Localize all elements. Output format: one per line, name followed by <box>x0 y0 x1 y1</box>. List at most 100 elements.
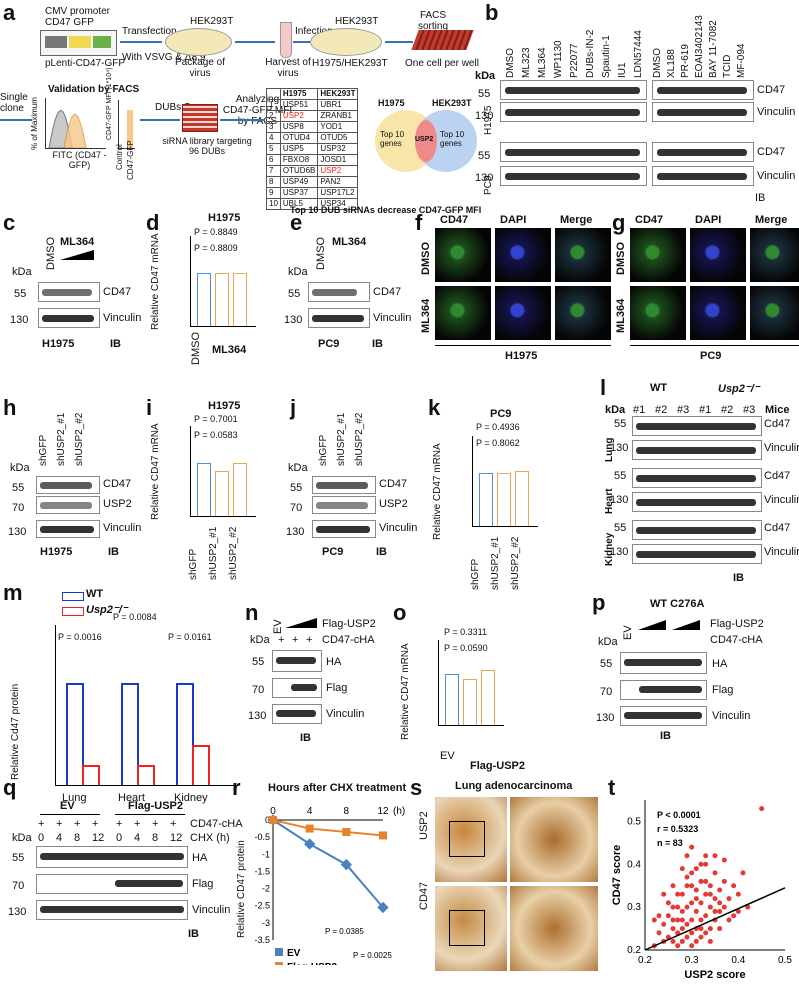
q-cd47cha: CD47-cHA <box>190 818 243 830</box>
lane-label: DUBs-IN-2 <box>585 29 596 78</box>
p-cd47cha: CD47-cHA <box>710 634 763 646</box>
i-p1: P = 0.7001 <box>194 414 238 424</box>
l-ko: Usp2⁻/⁻ <box>718 383 760 395</box>
j-vinc: Vinculin <box>379 522 418 534</box>
analyzing-label: Analyzing CD47-GFP MFI by FACS <box>222 94 293 127</box>
t-point <box>703 913 709 919</box>
m-group: Lung <box>62 792 87 804</box>
dub-table-cell: OTUD6B <box>279 165 319 177</box>
cd47-segment <box>69 36 91 48</box>
dub-table-cell: 9 <box>266 187 281 199</box>
o-x2: Flag-USP2 <box>470 760 526 772</box>
l-lane: #2 <box>721 404 734 416</box>
k-bar-2 <box>497 473 511 526</box>
t-point <box>679 926 685 932</box>
s-row-cd47: CD47 <box>418 881 430 910</box>
b-m130-b: 130 <box>475 172 494 184</box>
arrow-4 <box>385 41 413 43</box>
l-cd47: Cd47 <box>764 470 791 482</box>
t-point <box>684 934 690 940</box>
q-time: 8 <box>152 832 159 844</box>
r-legend-label: EV <box>287 948 301 959</box>
r-x-tick: 12 <box>377 806 389 817</box>
o-p1: P = 0.3311 <box>444 627 487 637</box>
t-point <box>707 891 713 897</box>
l-blot-cd47 <box>632 416 762 436</box>
lane-label: XL188 <box>666 49 677 78</box>
t-point <box>735 891 741 897</box>
p-m55: 55 <box>600 658 613 670</box>
j-m55: 55 <box>290 482 303 494</box>
n-blot-flag <box>272 678 322 698</box>
dub-table-cell: 5 <box>266 143 281 155</box>
t-point <box>745 904 751 910</box>
t-point <box>698 934 704 940</box>
i-bar-1 <box>197 463 211 516</box>
p-blot-ha <box>620 652 707 674</box>
lane-label: shGFP <box>38 434 49 466</box>
t-point <box>684 874 690 880</box>
q-chx: CHX (h) <box>190 832 230 844</box>
q-ib: IB <box>188 928 199 940</box>
dub-table-cell: USP2 <box>317 165 359 177</box>
q-plus: + <box>134 818 141 830</box>
dub-table-cell: USP17L2 <box>317 187 359 199</box>
l-m130: 130 <box>610 442 629 454</box>
t-point <box>656 930 662 936</box>
t-y-tick: 0.4 <box>627 859 641 870</box>
b-blot-h1975-vinc-right <box>652 102 754 122</box>
mfi-bar-chart <box>118 100 135 149</box>
r-legend-label: Flag-USP2 <box>287 962 337 965</box>
r-series-line-0 <box>272 819 384 909</box>
if-image <box>555 286 611 340</box>
q-flag-bracket <box>115 814 185 815</box>
e-cd47: CD47 <box>373 286 402 298</box>
i-bar-3 <box>233 463 247 516</box>
q-plus: + <box>116 818 123 830</box>
if-image <box>435 286 491 340</box>
l-blot-vinc <box>632 492 762 512</box>
lane-label: shGFP <box>318 434 329 466</box>
h-cd47: CD47 <box>103 478 132 490</box>
t-point <box>707 926 713 932</box>
c-vinc: Vinculin <box>103 312 142 324</box>
tube-icon <box>280 22 292 58</box>
t-point <box>735 908 741 914</box>
dub-table-cell: USP8 <box>279 121 319 133</box>
c-dmso: DMSO <box>45 237 57 270</box>
t-point <box>684 921 690 927</box>
d-x2: ML364 <box>212 344 247 356</box>
n-plus-2: + <box>292 634 299 646</box>
dub-table-cell: USP34 <box>317 198 359 210</box>
plasmid-label: pLenti-CD47-GFP <box>45 58 126 69</box>
lane-label: BAY 11-7082 <box>708 20 719 78</box>
d-bar-1 <box>197 273 211 326</box>
m-bar-ko-kidney <box>192 745 210 785</box>
n-flag: Flag-USP2 <box>322 618 376 630</box>
l-blot-cd47 <box>632 520 762 540</box>
c-cell: H1975 <box>42 338 75 350</box>
t-point <box>665 900 671 906</box>
k-p1: P = 0.4936 <box>476 422 520 432</box>
lane-label: Spautin-1 <box>601 35 612 78</box>
t-point <box>651 917 657 923</box>
t-point <box>731 883 737 889</box>
lane-label: shGFP <box>470 558 481 590</box>
s-row-usp2: USP2 <box>418 811 430 840</box>
if-col-label: DAPI <box>695 214 722 226</box>
k-bar-1 <box>479 473 493 526</box>
dub-caption: Top 10 DUB siRNAs decrease CD47-GFP MFI <box>290 205 482 215</box>
dub-table-header-cell: H1975 <box>279 88 319 100</box>
cmv-promoter-label: CMV promoter CD47 GFP <box>45 6 111 28</box>
panel-label-b: b <box>485 0 499 25</box>
lane-label: ML364 <box>537 47 548 78</box>
e-kda: kDa <box>288 266 308 278</box>
mfi-label: CD47-GFP MFI (1*10⁴) <box>106 67 113 140</box>
